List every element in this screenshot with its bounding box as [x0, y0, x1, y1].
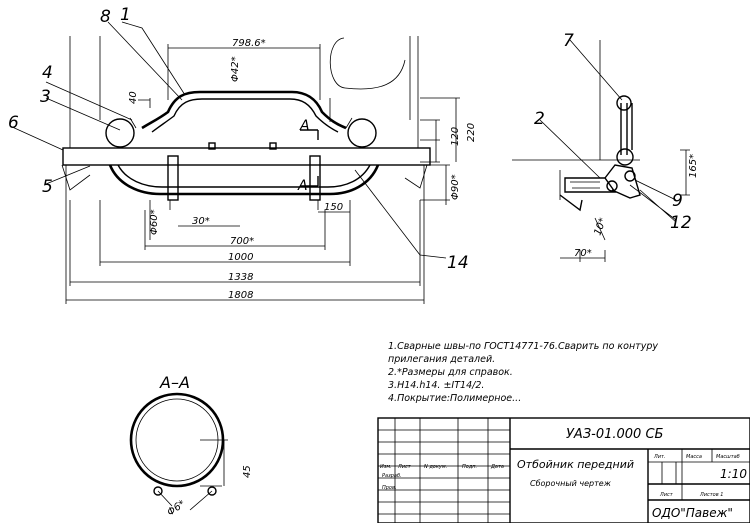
side-view [512, 39, 690, 262]
note-line: 3.H14.h14. ±IT14/2. [388, 380, 485, 391]
dim-40: 40 [128, 91, 139, 104]
section-mark-a-bottom: A [297, 178, 308, 194]
tb-mass: Масса [686, 454, 702, 460]
dim-120: 120 [450, 127, 461, 146]
dim-30: 30* [192, 216, 210, 227]
tb-prov: Пров. [382, 485, 397, 491]
tb-name: Отбойник передний [517, 458, 634, 471]
bumper-crossbar [62, 147, 431, 166]
callout-8: 8 [100, 7, 111, 27]
tb-designation: УАЗ-01.000 СБ [566, 427, 664, 442]
note-line: 4.Покрытие:Полимерное... [388, 393, 522, 404]
tb-scale: 1:10 [720, 467, 747, 481]
section-aa [129, 392, 228, 511]
callout-2: 2 [534, 109, 545, 129]
note-line: прилегания деталей. [388, 354, 496, 365]
tb-data: Дата [490, 464, 504, 470]
dim-10: 10* [592, 217, 608, 237]
dim-phi42: Φ42* [230, 56, 241, 82]
note-line: 2.*Размеры для справок. [388, 367, 513, 378]
tb-lit: Лит. [653, 454, 666, 460]
callout-7: 7 [563, 31, 574, 51]
dim-220: 220 [466, 123, 477, 142]
tb-company: ОДО"Павеж" [652, 506, 733, 520]
tb-podp: Подп. [462, 464, 477, 470]
dim-1808: 1808 [228, 290, 253, 301]
callout-3: 3 [40, 87, 51, 107]
dim-45: 45 [242, 465, 253, 478]
tb-list: Лист [397, 464, 412, 470]
dim-phi90: Φ90* [450, 174, 461, 200]
tb-razrab: Разраб. [382, 473, 402, 479]
front-view [9, 21, 460, 304]
section-mark-a-top: A [299, 118, 310, 134]
callout-6: 6 [8, 113, 19, 133]
dim-phi60: Φ60* [149, 209, 160, 235]
dim-150: 150 [324, 202, 343, 213]
tb-sheets: Листов 1 [699, 492, 723, 498]
dim-phi6: Φ6* [165, 498, 187, 518]
tb-ndoc: N докум. [424, 464, 447, 470]
callout-12: 12 [670, 213, 692, 233]
title-block [377, 417, 750, 523]
tb-sheet: Лист [659, 492, 674, 498]
dim-1338: 1338 [228, 272, 253, 283]
dim-798: 798.6* [232, 38, 266, 49]
dim-70: 70* [574, 248, 592, 259]
tb-izm: Изм. [380, 464, 392, 470]
callout-5: 5 [42, 177, 53, 197]
callout-1: 1 [120, 5, 131, 25]
section-title: A–A [159, 373, 190, 392]
labels: 8 1 4 3 6 5 14 7 2 9 12 798.6* Φ42* 40 1… [8, 5, 747, 520]
dim-1000: 1000 [228, 252, 253, 263]
tb-doctype: Сборочный чертеж [530, 479, 612, 488]
note-line: 1.Сварные швы-по ГОСТ14771-76.Сварить по… [388, 341, 658, 352]
callout-9: 9 [672, 191, 683, 211]
callout-14: 14 [447, 253, 469, 273]
callout-4: 4 [42, 63, 53, 83]
technical-notes: 1.Сварные швы-по ГОСТ14771-76.Сварить по… [388, 340, 738, 405]
tb-scale-label: Масштаб [716, 454, 740, 460]
dim-165: 165* [688, 154, 699, 178]
dim-700: 700* [230, 236, 254, 247]
